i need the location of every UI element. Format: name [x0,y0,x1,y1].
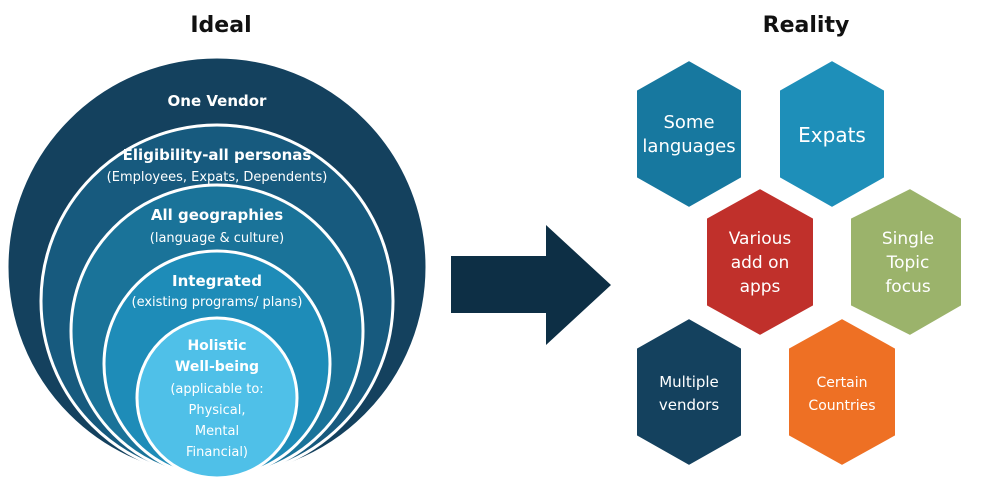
reality-hexagons [635,58,963,468]
reality-title: Reality [763,13,850,38]
hex-multiple-vendors-line1: Multiple [659,373,719,391]
core-detail-line3: Mental [195,424,239,439]
hex-expats-line1: Expats [798,123,866,147]
core-detail-line1: (applicable to: [170,382,263,397]
ideal-circles [5,55,429,480]
core-detail-line2: Physical, [188,403,245,418]
ideal-title: Ideal [190,13,251,38]
core-labels: Holistic Well-being (applicable to: Phys… [170,338,263,460]
ring-geographies-title: All geographies [151,206,283,224]
hex-various-apps-line1: Various [729,229,792,249]
hex-single-topic-line1: Single [882,229,934,249]
core-title-line2: Well-being [175,359,259,375]
hex-various-apps-line2: add on [731,253,790,273]
ring-eligibility-title: Eligibility-all personas [123,146,312,164]
hex-various-apps [705,186,815,338]
ring-eligibility-subtitle: (Employees, Expats, Dependents) [107,170,328,185]
hex-expats [778,58,886,210]
hex-some-languages-line1: Some [663,112,714,133]
ring-integrated-subtitle: (existing programs/ plans) [132,295,303,310]
hex-certain-countries [787,316,897,468]
hex-labels: Some languages Expats Various add on app… [642,112,934,414]
core-detail-line4: Financial) [186,445,248,460]
hex-multiple-vendors-line2: vendors [659,396,719,414]
hex-various-apps-line3: apps [740,277,781,297]
ring-integrated-title: Integrated [172,272,262,290]
ring-one-vendor-title: One Vendor [168,92,268,110]
hex-some-languages-line2: languages [642,136,735,157]
hex-single-topic-line2: Topic [886,253,930,273]
hex-single-topic-line3: focus [885,277,931,297]
core-title-line1: Holistic [187,338,246,354]
hex-some-languages [635,58,743,210]
hex-certain-countries-line1: Certain [817,375,868,391]
ring-labels: One Vendor Eligibility-all personas All … [123,92,312,290]
ring-sublabels: (Employees, Expats, Dependents) (languag… [107,170,328,310]
ring-geographies-subtitle: (language & culture) [150,231,284,246]
arrow-right-icon [451,225,611,345]
hex-single-topic [849,186,963,338]
hex-certain-countries-line2: Countries [808,398,875,414]
ring-holistic-core [135,316,299,480]
hex-multiple-vendors [635,316,743,468]
